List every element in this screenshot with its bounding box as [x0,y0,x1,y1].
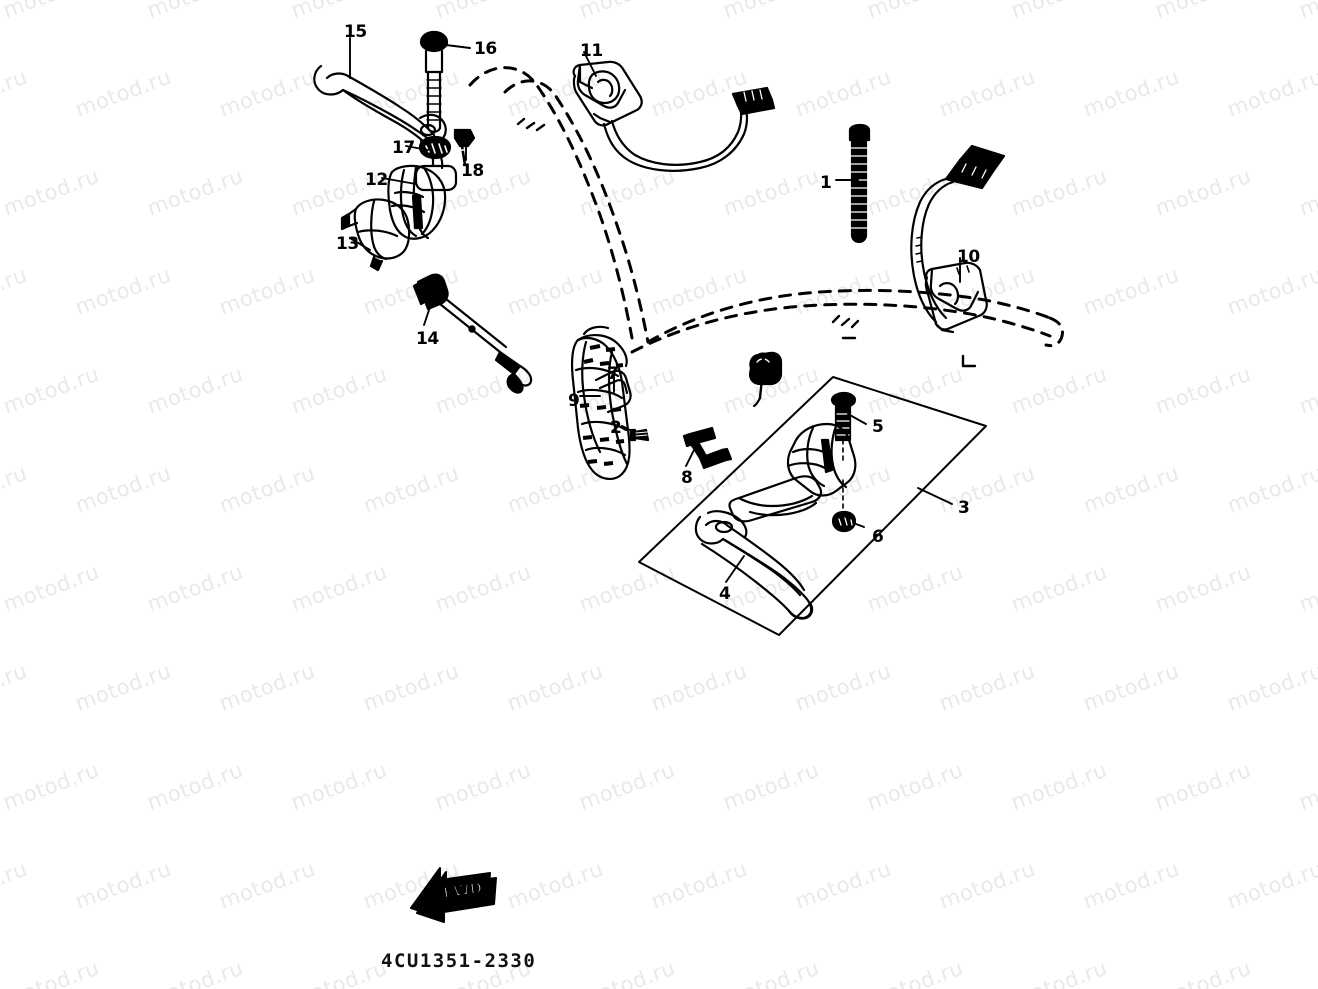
screw-set-shape [682,426,733,470]
callout-clutch-lever: 4 [719,584,731,604]
grip-housing-shape [570,325,632,480]
callout-nut-pivot: 6 [872,527,884,547]
callout-pin-lever: 18 [461,161,484,181]
callout-grip-housing-part: 7 [607,364,619,384]
kit-box-outline [638,376,987,636]
callout-cable-rod: 14 [416,329,439,349]
callout-lever-assembly-kit: 3 [958,498,970,518]
callout-clamp-clip: 19 [757,350,780,370]
handlebar-clamp-marks [516,117,977,368]
fwd-arrow-label: FWD [442,879,483,902]
lever-holder-kit-shape [728,422,857,523]
clutch-lever-kit-shape [694,510,814,620]
callout-nut-lever: 17 [392,138,415,158]
callout-bolt-lever: 16 [474,39,497,59]
callout-brake-lever: 15 [344,22,367,42]
nut-17-shape [418,135,452,160]
switch-10-shape [910,144,1006,334]
callout-bolt-pivot: 5 [872,417,884,437]
handlebar-phantom [468,66,1064,354]
nut-6-shape [831,510,857,533]
bolt-5-shape [830,391,857,521]
cable-rod-shape [412,273,533,394]
callout-screw-pan: 2 [610,418,622,438]
callout-handle-grip: 9 [568,391,580,411]
callout-lever-holder: 12 [365,170,388,190]
callout-switch-front-brake: 11 [580,41,603,61]
callout-switch-right: 10 [957,247,980,267]
clip-19-shape [748,351,783,408]
fwd-arrow-shape [410,867,497,923]
callout-leaders [349,37,961,583]
callout-screw-set: 8 [681,468,693,488]
bolt-16-shape [419,30,449,133]
callout-lever-bracket: 13 [336,234,359,254]
screw-1-shape [848,123,871,244]
lever-holder-shape [387,164,447,240]
pin-18-shape [453,128,476,167]
lever-bracket-shape [340,198,411,272]
callout-screw-long: 1 [820,173,832,193]
part-code-label: 4CU1351-2330 [381,950,537,972]
switch-11-shape [572,60,776,172]
screw-2-shape [629,428,650,442]
